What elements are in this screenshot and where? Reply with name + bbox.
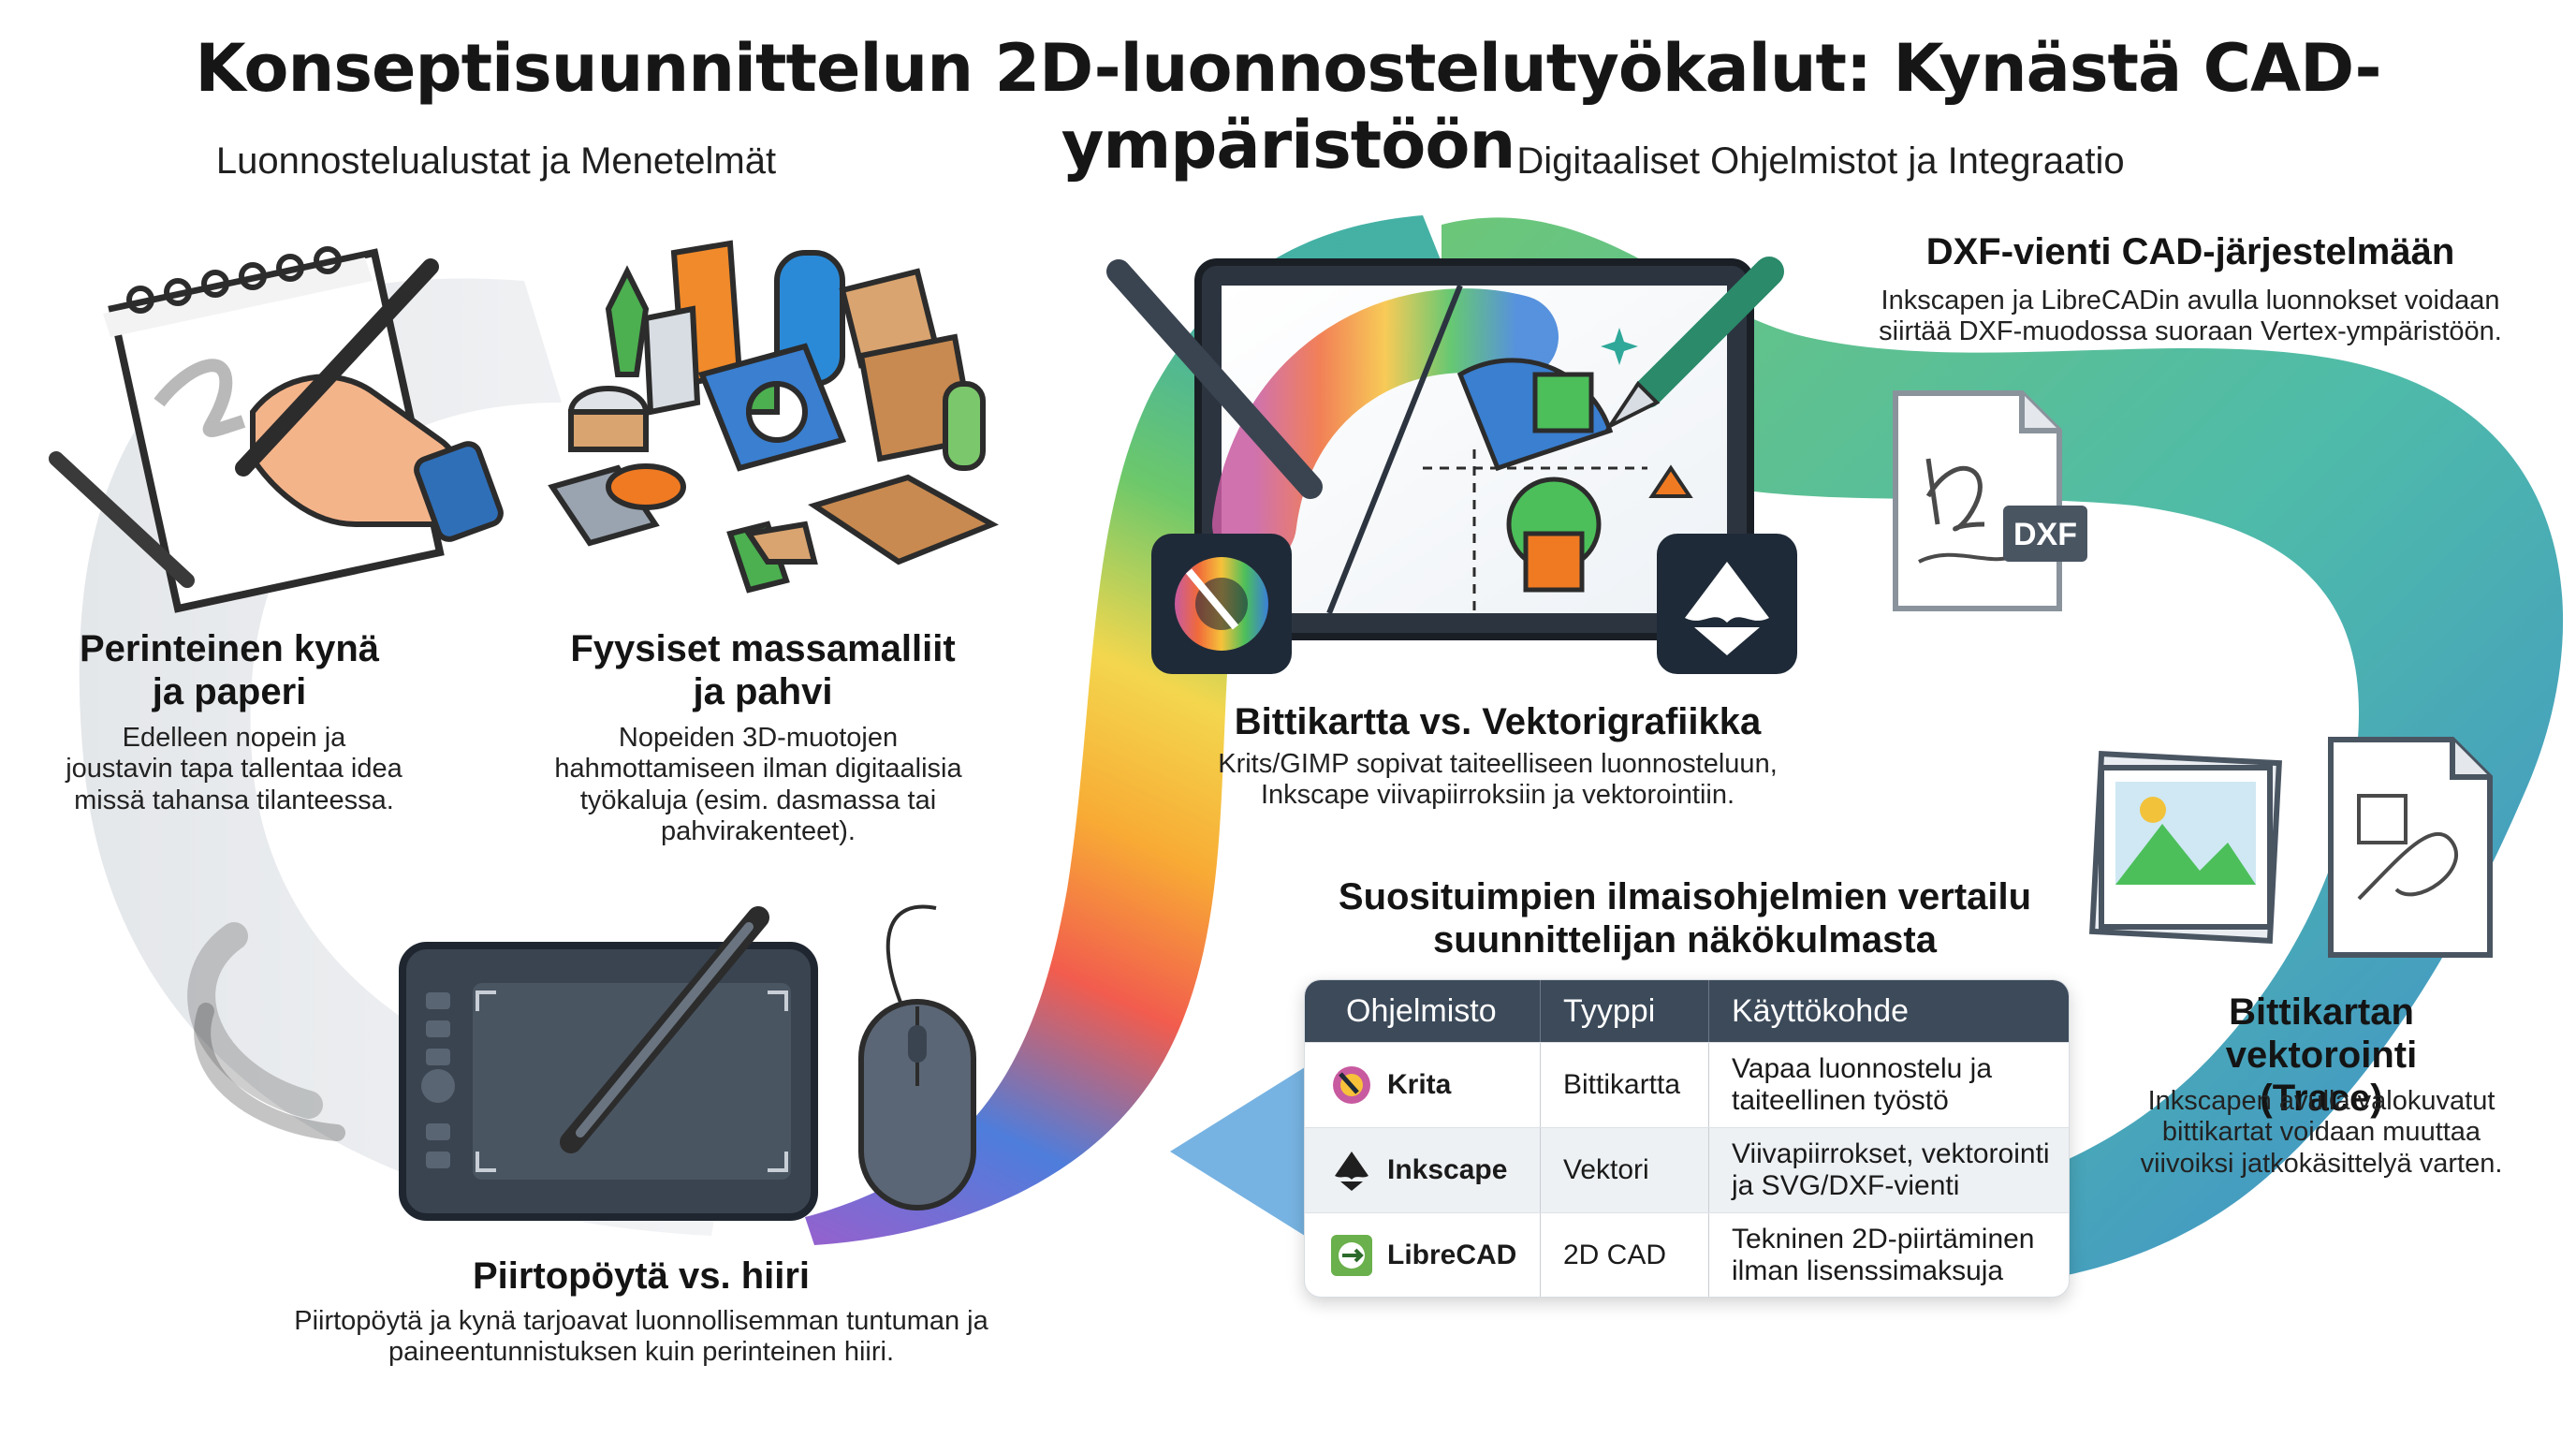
software-type: 2D CAD [1541,1213,1709,1297]
librecad-icon [1331,1235,1372,1276]
header-software: Ohjelmisto [1305,980,1541,1042]
header-type: Tyyppi [1541,980,1709,1042]
dxf-file-illustration [1893,390,2087,611]
monitor-illustration [1106,257,1797,674]
section-heading-right: Digitaaliset Ohjelmistot ja Integraatio [1516,140,2125,182]
software-name: Inkscape [1387,1154,1508,1185]
trace-illustration [2089,737,2493,958]
software-type: Bittikartta [1541,1043,1709,1127]
tablet-desc: Piirtopöytä ja kynä tarjoavat luonnollis… [294,1306,988,1368]
section-heading-left: Luonnostelualustat ja Menetelmät [215,140,777,182]
dxf-title: DXF-vienti CAD-järjestelmään [1925,231,2455,272]
software-use: Vapaa luonnostelu ja taiteellinen työstö [1732,1053,1992,1116]
software-use: Tekninen 2D-piirtäminen ilman lisenssima… [1732,1224,2035,1286]
physical-models-desc: Nopeiden 3D-muotojen hahmottamiseen ilma… [554,723,962,847]
pen-paper-title: Perinteinen kynä ja paperi [79,628,380,712]
page-title: Konseptisuunnittelun 2D-luonnostelutyöka… [195,30,2381,183]
tablet-illustration [399,904,976,1221]
comparison-heading: Suosituimpien ilmaisohjelmien vertailu s… [1338,876,2032,961]
raster-vector-desc: Krits/GIMP sopivat taiteelliseen luonnos… [1218,749,1778,811]
krita-icon [1333,1066,1370,1104]
software-name: Krita [1387,1069,1452,1100]
software-type: Vektori [1541,1128,1709,1212]
trace-desc: Inkscapen avulla valokuvatut bittikartat… [2140,1086,2503,1179]
comparison-table: Ohjelmisto Tyyppi Käyttökohde Krita Bitt… [1304,979,2070,1298]
software-name: LibreCAD [1387,1240,1517,1270]
trace-title: Bittikartan vektorointi (Trace) [2225,991,2418,1119]
table-row: Inkscape Vektori Viivapiirrokset, vektor… [1305,1127,2069,1212]
table-header: Ohjelmisto Tyyppi Käyttökohde [1305,980,2069,1042]
blocks-illustration [548,240,999,594]
table-row: LibreCAD 2D CAD Tekninen 2D-piirtäminen … [1305,1212,2069,1297]
dxf-desc: Inkscapen ja LibreCADin avulla luonnokse… [1879,286,2502,347]
software-use: Viivapiirrokset, vektorointi ja SVG/DXF-… [1732,1138,2050,1201]
inkscape-icon [1335,1152,1368,1191]
tablet-title: Piirtopöytä vs. hiiri [472,1255,811,1297]
pen-paper-desc: Edelleen nopein ja joustavin tapa tallen… [66,723,402,815]
header-use: Käyttökohde [1732,992,1910,1029]
physical-models-title: Fyysiset massamalliit ja pahvi [570,628,956,712]
notebook-illustration [49,246,504,613]
dxf-file-label: DXF [2013,517,2077,552]
table-row: Krita Bittikartta Vapaa luonnostelu ja t… [1305,1042,2069,1127]
raster-vector-title: Bittikartta vs. Vektorigrafiikka [1234,701,1762,742]
